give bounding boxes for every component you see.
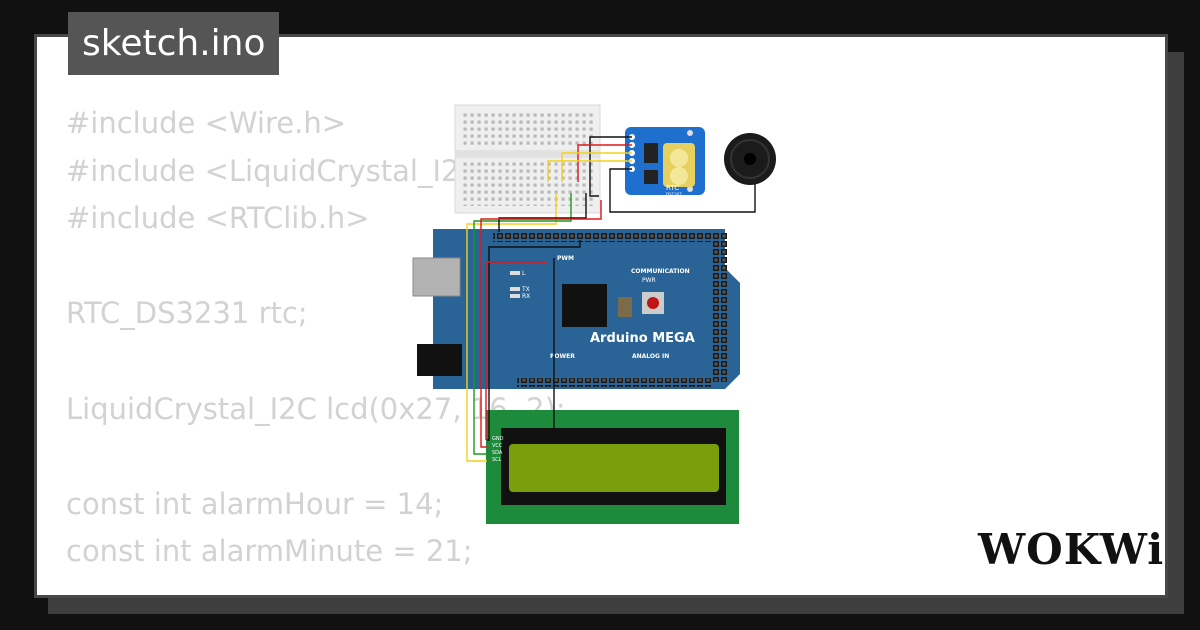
lcd-pin-scl: SCL xyxy=(492,457,502,463)
usb-port xyxy=(412,257,461,297)
rtc-chip-label: DS1307 xyxy=(666,192,682,197)
mcu-chip xyxy=(562,284,607,327)
code-line: #include <RTClib.h> xyxy=(66,201,370,236)
rtc-module[interactable]: RTC DS1307 xyxy=(625,127,705,197)
code-editor[interactable]: #include <Wire.h>#include <LiquidCrystal… xyxy=(66,100,566,576)
code-line: RTC_DS3231 rtc; xyxy=(66,296,308,331)
board-name: Arduino MEGA xyxy=(590,331,695,346)
code-line: const int alarmMinute = 21; xyxy=(66,534,473,569)
communication-label: COMMUNICATION xyxy=(631,268,690,275)
wires xyxy=(466,136,756,462)
power-header-label: POWER xyxy=(550,353,575,360)
lcd-pin-gnd: GND xyxy=(492,436,504,442)
reset-button[interactable] xyxy=(647,297,659,309)
pwm-label: PWM xyxy=(557,255,574,262)
pwr-label: PWR xyxy=(642,277,656,284)
led-tx-label: TX xyxy=(521,286,530,293)
file-tab[interactable]: sketch.ino xyxy=(68,12,280,75)
buzzer[interactable] xyxy=(724,133,776,185)
arduino-mega-board[interactable]: L TX RX PWM COMMUNICATION PWR Arduino ME… xyxy=(412,229,740,389)
code-line: #include <Wire.h> xyxy=(66,106,347,140)
lcd-display[interactable]: GND VCC SDA SCL xyxy=(486,410,739,524)
rtc-label: RTC xyxy=(666,184,679,192)
lcd-pin-sda: SDA xyxy=(492,450,503,456)
analog-header-label: ANALOG IN xyxy=(632,353,669,360)
code-line: LiquidCrystal_I2C lcd(0x27, 16, 2); xyxy=(66,391,566,426)
code-line: const int alarmHour = 14; xyxy=(66,486,444,521)
code-viewport: #include <Wire.h>#include <LiquidCrystal… xyxy=(34,34,1162,592)
lcd-pin-vcc: VCC xyxy=(492,443,503,449)
led-rx-label: RX xyxy=(522,293,530,300)
dc-jack xyxy=(417,344,462,376)
led-l-label: L xyxy=(522,270,526,277)
wokwi-logo: WOKWi xyxy=(978,525,1165,574)
